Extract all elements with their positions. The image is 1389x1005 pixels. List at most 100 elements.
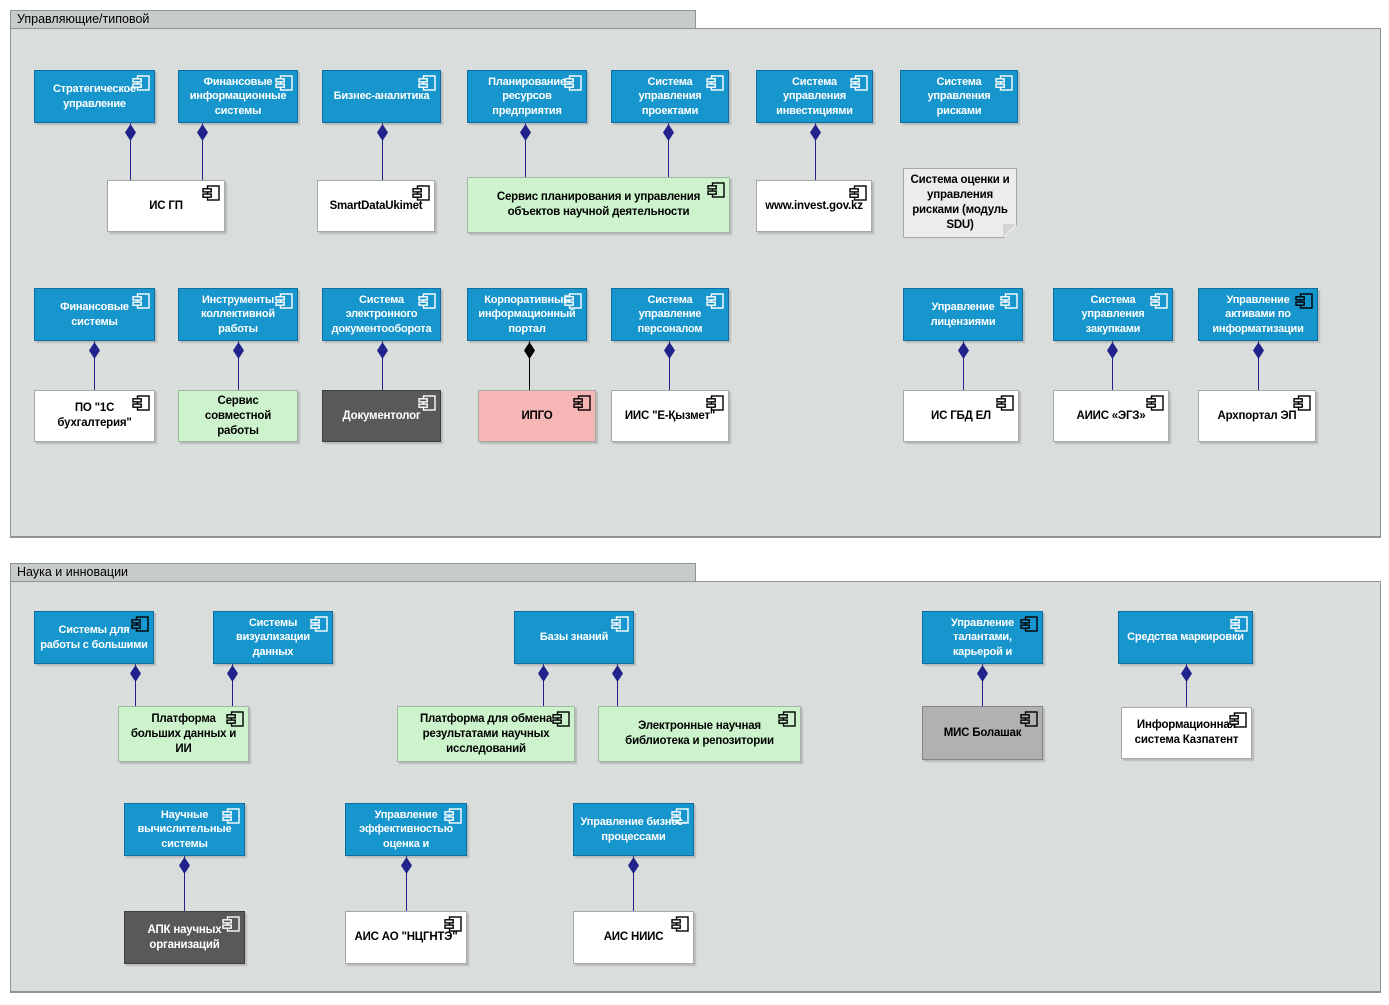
component-business-process-management[interactable]: Управление бизнес-процессами [573,803,694,856]
frame-tab-management-typical[interactable]: Управляющие/типовой [10,10,696,29]
component-icon [706,75,724,91]
component-big-data-ai-platform[interactable]: Платформа больших данных и ИИ [118,706,249,762]
composition-diamond-icon [197,124,208,141]
component-label: Стратегическое управление [53,83,136,110]
frame-title: Управляющие/типовой [17,12,150,26]
component-icon [1020,711,1038,727]
composition-link [543,664,544,706]
component-performance-management[interactable]: Управление эффективностью оценка и [345,803,467,856]
component-is-gbd-el[interactable]: ИС ГБД ЕЛ [903,390,1019,442]
component-business-analytics[interactable]: Бизнес-аналитика [322,70,441,123]
component-archportal-ep[interactable]: Архпортал ЭП [1198,390,1316,442]
component-icon [671,808,689,824]
composition-diamond-icon [520,124,531,141]
component-financial-systems[interactable]: Финансовые системы [34,288,155,341]
component-label: Управление лицензиями [930,301,996,328]
component-icon [671,916,689,932]
composition-link [202,123,203,180]
composition-link [617,664,618,706]
component-hr-management-system[interactable]: Система управление персоналом [611,288,729,341]
component-electronic-document-management[interactable]: Система электронного документооборота [322,288,441,341]
component-iis-e-kyzmet[interactable]: ИИС "Е-Қызмет" [611,390,729,442]
component-invest-gov-kz[interactable]: www.invest.gov.kz [756,180,872,232]
component-kazpatent-info-system[interactable]: Информационная система Казпатент [1121,707,1252,759]
component-label: Система управления проектами [638,75,702,117]
component-collaboration-tools[interactable]: Инструменты коллективной работы [178,288,298,341]
composition-diamond-icon [130,665,141,682]
composition-diamond-icon [377,124,388,141]
component-sdu-risk-note[interactable]: Система оценки и управления рисками (мод… [903,168,1017,238]
component-project-management-system[interactable]: Система управления проектами [611,70,729,123]
component-icon [418,75,436,91]
component-icon [132,75,150,91]
component-science-planning-service[interactable]: Сервис планирования и управления объекто… [467,177,730,233]
composition-link [668,123,669,177]
component-corporate-portal[interactable]: Корпоративный информационный портал [467,288,587,341]
component-is-gp[interactable]: ИС ГП [107,180,225,232]
component-label: Управление эффективностью оценка и [359,808,453,850]
component-strategic-management[interactable]: Стратегическое управление [34,70,155,123]
component-apk-scientific-orgs[interactable]: АПК научных организаций [124,911,245,964]
composition-diamond-icon [233,342,244,359]
component-mis-bolashak[interactable]: МИС Болашак [922,706,1043,760]
component-marking-tools[interactable]: Средства маркировки [1118,611,1253,664]
frame-tab-science-and-innovation[interactable]: Наука и инновации [10,563,696,582]
component-ais-ncgnte[interactable]: АИС АО "НЦГНТЭ" [345,911,467,964]
component-data-visualization-systems[interactable]: Системы визуализации данных [213,611,333,664]
component-smartdataukimet[interactable]: SmartDataUkimet [317,180,435,232]
component-research-exchange-platform[interactable]: Платформа для обмена результатами научны… [397,706,575,762]
component-scientific-computing-systems[interactable]: Научные вычислительные системы [124,803,245,856]
composition-link [1258,341,1259,390]
component-label: Система управления рисками [927,75,991,117]
composition-link [1186,664,1187,707]
component-ais-niis[interactable]: АИС НИИС [573,911,694,964]
composition-link [232,664,233,706]
composition-diamond-icon [663,124,674,141]
composition-diamond-icon [524,342,535,359]
component-label: Управление бизнес-процессами [580,816,687,843]
composition-link [382,341,383,390]
component-e-library-repositories[interactable]: Электронные научная библиотека и репозит… [598,706,801,762]
component-ipgo[interactable]: ИПГО [478,390,596,442]
component-label: Корпоративный информационный портал [478,293,576,335]
component-icon [444,916,462,932]
composition-link [382,123,383,180]
component-it-asset-management[interactable]: Управление активами по информатизации [1198,288,1318,341]
component-collaboration-service[interactable]: Сервис совместной работы [178,390,298,442]
component-investment-management-system[interactable]: Система управления инвестициями [756,70,873,123]
component-icon [1000,293,1018,309]
component-procurement-management-system[interactable]: Система управления закупками [1053,288,1173,341]
component-icon [222,808,240,824]
component-label: Информационная система Казпатент [1134,719,1239,746]
component-icon [706,293,724,309]
component-aiis-egz[interactable]: АИИС «ЭГЗ» [1053,390,1169,442]
component-icon [850,75,868,91]
component-label: Научные вычислительные системы [137,808,232,850]
component-icon [552,711,570,727]
component-label: Инструменты коллективной работы [201,293,275,335]
composition-diamond-icon [89,342,100,359]
composition-link [184,856,185,911]
component-enterprise-resource-planning[interactable]: Планирование ресурсов предприятия [467,70,587,123]
composition-link [130,123,131,180]
component-icon [573,395,591,411]
component-icon [1230,616,1248,632]
component-label: Система оценки и управления рисками (мод… [910,174,1010,231]
component-talent-management[interactable]: Управление талантами, карьерой и [922,611,1043,664]
component-icon [1020,616,1038,632]
component-big-data-systems[interactable]: Системы для работы с большими [34,611,154,664]
component-dokumentolog[interactable]: Документолог [322,390,441,442]
component-icon [1229,712,1247,728]
component-risk-management-system[interactable]: Система управления рисками [900,70,1018,123]
component-knowledge-bases[interactable]: Базы знаний [514,611,634,664]
component-license-management[interactable]: Управление лицензиями [903,288,1023,341]
component-icon [849,185,867,201]
composition-diamond-icon [125,124,136,141]
component-label: Планирование ресурсов предприятия [488,75,566,117]
component-icon [310,616,328,632]
composition-diamond-icon [977,665,988,682]
component-po-1c-accounting[interactable]: ПО "1С бухгалтерия" [34,390,155,442]
component-label: Средства маркировки [1127,631,1244,644]
component-financial-info-systems[interactable]: Финансовые информационные системы [178,70,298,123]
